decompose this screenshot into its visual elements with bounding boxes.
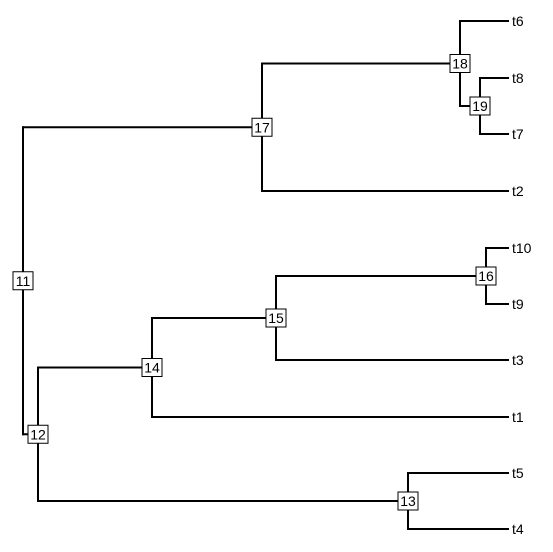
node-label: 17 [254, 119, 270, 135]
node-label: 11 [16, 273, 31, 289]
node-box [12, 271, 34, 291]
node-box [141, 358, 163, 377]
node-12: 12 [27, 424, 49, 444]
node-13: 13 [397, 491, 419, 511]
node-18: 18 [449, 54, 471, 73]
tip-label-t9: t9 [512, 296, 524, 312]
branches [22, 20, 509, 530]
tip-label-t1: t1 [512, 409, 524, 425]
tip-label-t5: t5 [512, 465, 524, 481]
node-label: 16 [478, 268, 494, 284]
tip-label-t7: t7 [512, 126, 524, 142]
node-17: 17 [251, 117, 273, 137]
node-15: 15 [265, 308, 287, 328]
node-19: 19 [469, 96, 491, 116]
node-16: 16 [475, 266, 497, 286]
node-label: 13 [400, 493, 416, 509]
node-box [397, 491, 419, 511]
node-11: 11 [12, 271, 34, 291]
node-label: 18 [452, 56, 468, 72]
node-box [251, 117, 273, 137]
node-box [469, 96, 491, 116]
node-label: 19 [472, 98, 488, 114]
node-labels: 11 17 18 19 12 14 15 16 13 [12, 54, 497, 511]
node-box [265, 308, 287, 328]
tip-label-t8: t8 [512, 70, 524, 86]
node-label: 12 [30, 426, 46, 442]
node-14: 14 [141, 358, 163, 377]
node-box [449, 54, 471, 73]
node-box [27, 424, 49, 444]
node-label: 15 [268, 310, 284, 326]
node-box [475, 266, 497, 286]
tip-label-t10: t10 [512, 240, 532, 256]
tip-label-t6: t6 [512, 13, 524, 29]
node-label: 14 [144, 360, 160, 376]
tip-label-t4: t4 [512, 521, 524, 537]
tip-label-t3: t3 [512, 352, 524, 368]
tip-label-t2: t2 [512, 183, 524, 199]
tip-labels: t6 t8 t7 t2 t10 t9 t3 t1 t5 t4 [512, 13, 532, 537]
